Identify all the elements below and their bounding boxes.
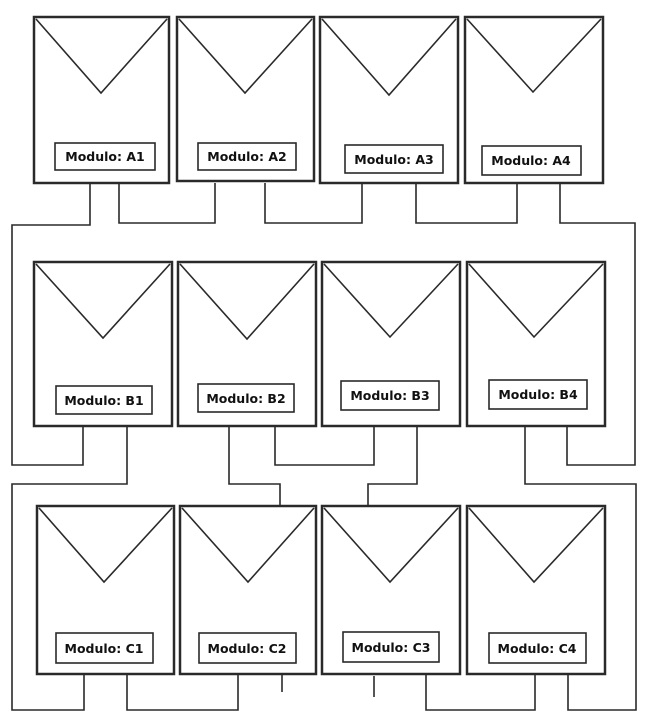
module-c3-label: Modulo: C3 <box>352 640 431 655</box>
module-a3: Modulo: A3 <box>318 15 460 185</box>
module-b4-label: Modulo: B4 <box>498 387 578 402</box>
module-b4: Modulo: B4 <box>465 260 607 428</box>
module-c4-v-mark <box>468 507 604 584</box>
module-b3-label: Modulo: B3 <box>350 388 429 403</box>
module-a2-label-box <box>197 142 297 171</box>
module-c2-v-mark <box>181 507 315 584</box>
wire-c3-right-to-c4-left <box>425 674 536 711</box>
module-a4: Modulo: A4 <box>463 15 605 185</box>
wire-b3-right-to-c3 <box>367 426 418 506</box>
wiring <box>11 183 637 711</box>
module-a1: Modulo: A1 <box>32 15 171 185</box>
module-b2: Modulo: B2 <box>176 260 318 428</box>
module-b2-v-mark <box>179 263 315 341</box>
module-a2-label: Modulo: A2 <box>207 149 286 164</box>
module-c2-label: Modulo: C2 <box>208 641 287 656</box>
module-a2: Modulo: A2 <box>175 15 316 183</box>
module-c1-v-mark <box>38 507 173 584</box>
module-a4-label: Modulo: A4 <box>491 153 571 168</box>
module-b3-label-box <box>340 380 440 411</box>
wire-a1-left-to-b1 <box>11 183 91 466</box>
wire-a1-right-to-a2-left <box>118 183 216 224</box>
module-c3-v-mark <box>323 507 459 584</box>
module-c3-label-box <box>342 631 440 663</box>
module-a3-v-mark <box>321 18 457 97</box>
wire-b2-left-to-c2 <box>228 426 281 506</box>
wire-c1-right-to-c2-left <box>126 674 239 711</box>
module-b1-v-mark <box>35 263 171 340</box>
module-b3: Modulo: B3 <box>320 260 462 428</box>
wire-b2-right-to-b3-left <box>274 426 375 466</box>
module-a4-v-mark <box>466 18 602 94</box>
wire-b4-left-to-c4 <box>524 426 637 711</box>
wire-b1-right-to-c1 <box>11 426 128 711</box>
module-a4-label-box <box>481 145 582 176</box>
module-a1-label-box <box>54 142 156 171</box>
module-c1-label-box <box>55 632 154 664</box>
module-b1: Modulo: B1 <box>32 260 174 428</box>
module-b1-label: Modulo: B1 <box>64 393 143 408</box>
module-a1-v-mark <box>35 18 168 95</box>
module-c1: Modulo: C1 <box>35 504 176 676</box>
wire-a2-right-to-a3-left <box>264 183 363 224</box>
module-c2-label-box <box>198 632 297 664</box>
module-b4-label-box <box>488 379 588 410</box>
module-c4-label: Modulo: C4 <box>498 641 577 656</box>
module-a3-label: Modulo: A3 <box>354 152 433 167</box>
module-b4-v-mark <box>468 263 604 339</box>
module-b2-label: Modulo: B2 <box>206 391 285 406</box>
module-c4: Modulo: C4 <box>465 504 607 676</box>
module-b1-label-box <box>55 385 153 415</box>
wire-a4-right-to-b4 <box>559 183 636 466</box>
wire-a3-right-to-a4-left <box>415 183 518 224</box>
module-c3: Modulo: C3 <box>320 504 462 676</box>
module-c4-label-box <box>488 632 587 664</box>
module-b3-v-mark <box>323 263 459 339</box>
module-a2-v-mark <box>178 18 313 95</box>
module-c2: Modulo: C2 <box>178 504 318 676</box>
module-a1-label: Modulo: A1 <box>65 149 144 164</box>
module-c1-label: Modulo: C1 <box>65 641 144 656</box>
module-a3-label-box <box>344 144 444 174</box>
module-b2-label-box <box>197 383 295 413</box>
